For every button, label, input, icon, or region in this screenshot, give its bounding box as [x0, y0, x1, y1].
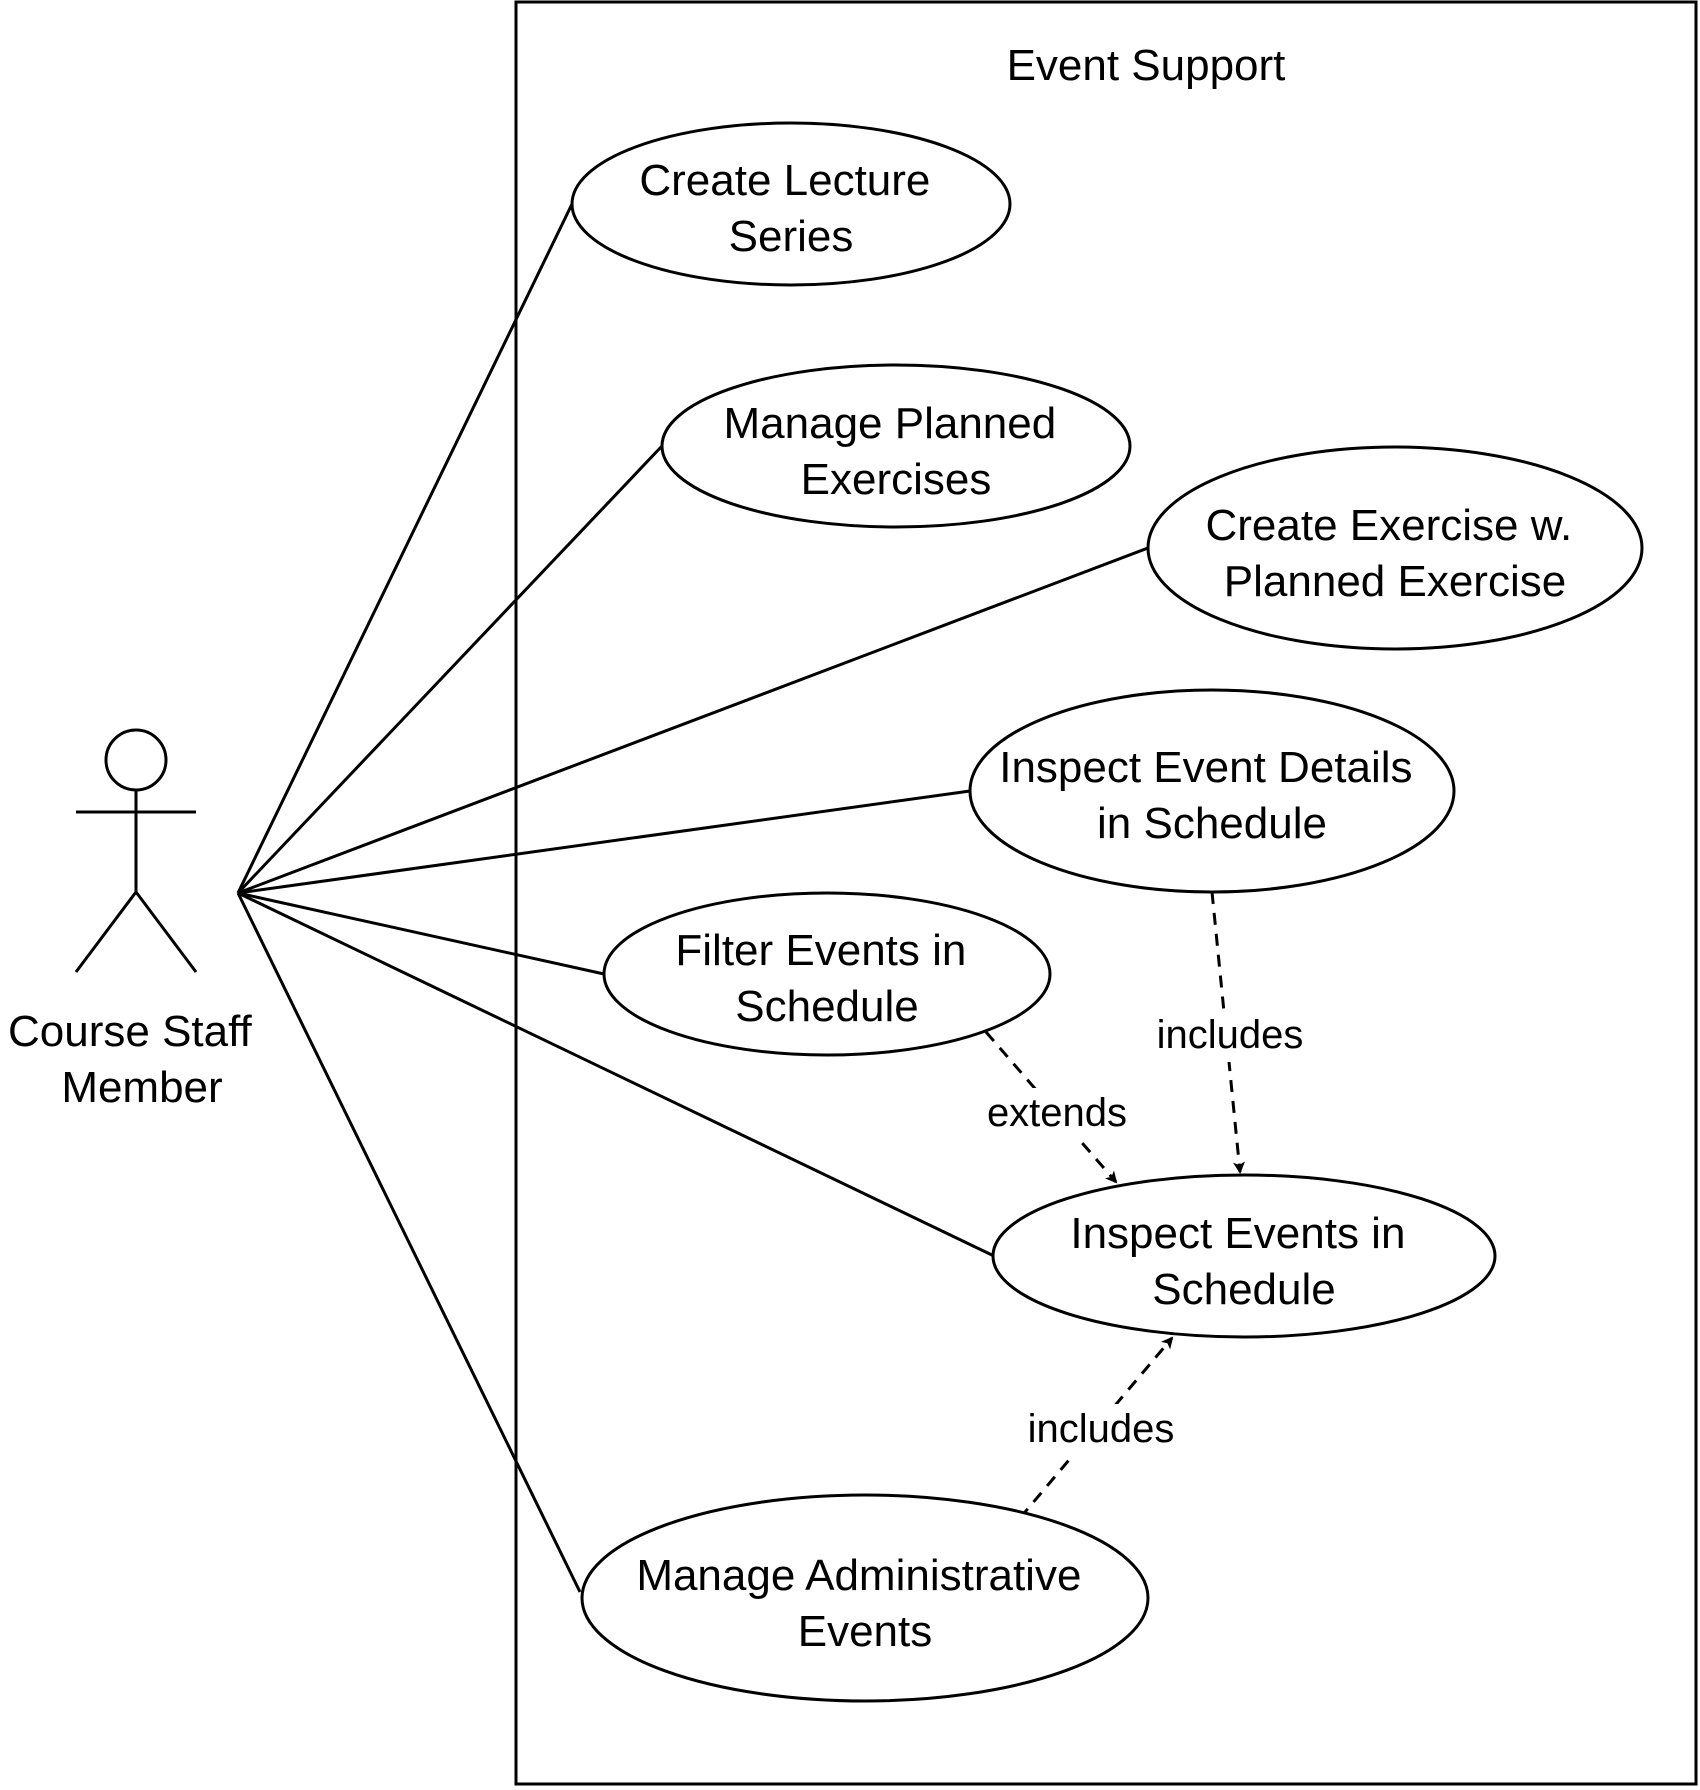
assoc-inspect-event-details: [237, 789, 971, 895]
system-boundary: [514, 0, 1698, 1786]
use-case-line-1: Manage Planned: [724, 399, 1057, 448]
use-case-ellipse: [968, 688, 1456, 894]
assoc-manage-planned-exercises: [236, 444, 664, 895]
use-case-label: Filter Events in Schedule: [675, 926, 978, 1031]
use-case-label: Inspect Events in Schedule: [1070, 1209, 1417, 1314]
actor-right-leg: [134, 891, 198, 973]
use-case-label: Create Lecture Series: [639, 156, 942, 261]
use-case-ellipse: [602, 891, 1052, 1057]
use-case-inspect-event-details[interactable]: Inspect Event Details in Schedule: [968, 688, 1456, 894]
use-case-ellipse: [660, 363, 1132, 529]
use-case-line-2: Series: [729, 212, 854, 261]
assoc-filter-events: [237, 891, 605, 976]
use-case-create-lecture-series[interactable]: Create Lecture Series: [570, 121, 1012, 287]
use-case-label: Inspect Event Details in Schedule: [999, 743, 1425, 848]
label-extends-filter: extends: [987, 1091, 1127, 1135]
use-case-ellipse: [1146, 445, 1644, 651]
actor-left-leg: [74, 891, 138, 973]
assoc-create-exercise: [237, 546, 1149, 895]
use-case-line-2: Schedule: [1152, 1265, 1335, 1314]
dependencies: [984, 891, 1245, 1519]
use-case-label: Manage Administrative Events: [636, 1551, 1093, 1656]
include-arrow-details: [1210, 891, 1245, 1174]
use-case-line-2: Planned Exercise: [1224, 557, 1566, 606]
use-case-inspect-events[interactable]: Inspect Events in Schedule: [991, 1173, 1497, 1339]
use-case-manage-admin-events[interactable]: Manage Administrative Events: [580, 1493, 1150, 1703]
use-case-manage-planned-exercises[interactable]: Manage Planned Exercises: [660, 363, 1132, 529]
label-includes-admin: includes: [1028, 1407, 1175, 1451]
actor-label: Course Staff Member: [8, 1007, 264, 1112]
use-case-line-2: Events: [798, 1607, 933, 1656]
use-case-ellipse: [580, 1493, 1150, 1703]
use-case-line-2: Exercises: [801, 455, 992, 504]
include-arrow-admin: [1018, 1336, 1174, 1519]
actor-label-line-1: Course Staff: [8, 1007, 253, 1056]
use-case-line-1: Inspect Event Details: [999, 743, 1412, 792]
system-title: Event Support: [1007, 41, 1286, 90]
use-case-line-1: Filter Events in: [675, 926, 966, 975]
actor-course-staff-member[interactable]: Course Staff Member: [8, 728, 264, 1112]
use-case-create-exercise[interactable]: Create Exercise w. Planned Exercise: [1146, 445, 1644, 651]
use-case-line-1: Create Exercise w.: [1205, 501, 1572, 550]
use-case-label: Create Exercise w. Planned Exercise: [1205, 501, 1584, 606]
use-case-line-2: in Schedule: [1097, 799, 1327, 848]
use-case-ellipse: [991, 1173, 1497, 1339]
use-case-line-1: Manage Administrative: [636, 1551, 1081, 1600]
actor-head: [104, 728, 168, 792]
assoc-inspect-events: [237, 891, 995, 1258]
use-case-ellipse: [570, 121, 1012, 287]
actor-label-line-2: Member: [61, 1063, 222, 1112]
use-case-label: Manage Planned Exercises: [724, 399, 1069, 504]
assoc-manage-admin-events: [236, 892, 582, 1593]
relation-labels: includes extends includes: [978, 1010, 1310, 1456]
label-includes-details: includes: [1157, 1013, 1304, 1057]
use-case-filter-events[interactable]: Filter Events in Schedule: [602, 891, 1052, 1057]
use-case-line-1: Create Lecture: [639, 156, 930, 205]
associations: [236, 203, 1149, 1593]
use-case-line-1: Inspect Events in: [1070, 1209, 1405, 1258]
assoc-create-lecture-series: [236, 203, 574, 894]
use-case-line-2: Schedule: [735, 982, 918, 1031]
